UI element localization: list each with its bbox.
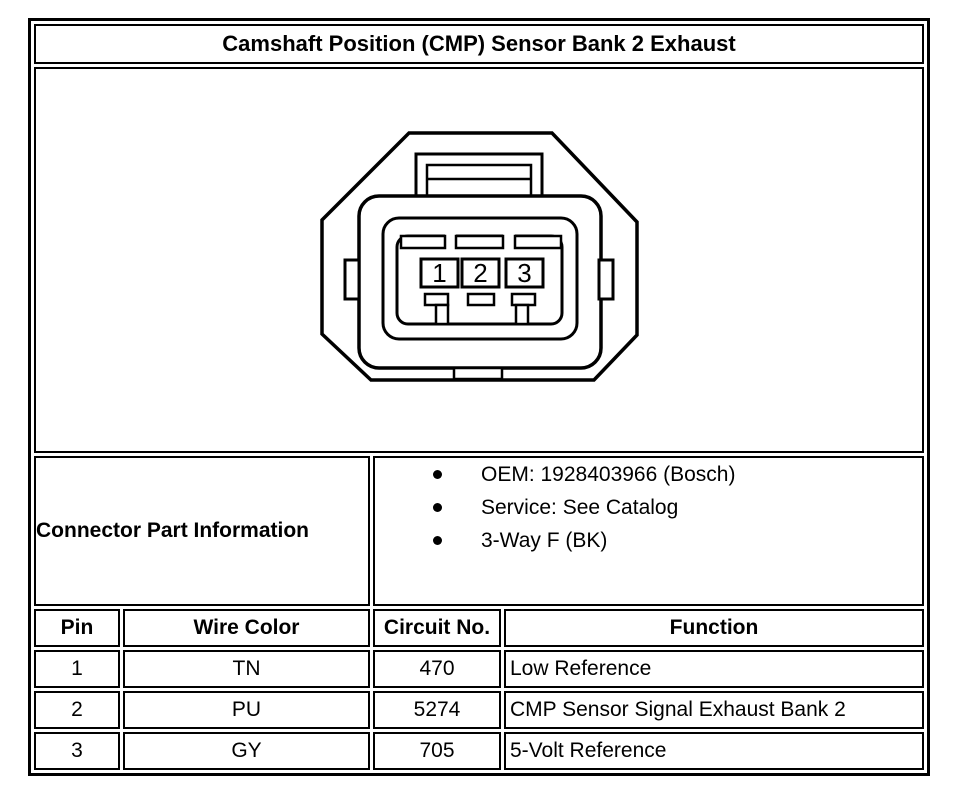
connector-info-table: Camshaft Position (CMP) Sensor Bank 2 Ex… [28,18,930,776]
bullet-service: Service: See Catalog [433,491,922,524]
keyway-stem-3 [514,303,530,326]
top-latch-inner [425,163,533,201]
pin-table-header-row: Pin Wire Color Circuit No. Function [34,609,924,647]
pin-cell: 3 [34,732,120,770]
pin-3-box [504,257,545,289]
header-wire-color: Wire Color [123,609,370,647]
keyway-stem-1 [434,303,450,326]
connector-diagram: 1 2 3 [320,131,639,382]
top-slot-left [399,234,447,250]
pin-cell: 2 [34,691,120,729]
keyway-under-pin-2 [466,292,496,307]
circuit-no-cell: 705 [373,732,501,770]
wire-color-cell: PU [123,691,370,729]
top-slot-center [454,234,505,250]
title-row: Camshaft Position (CMP) Sensor Bank 2 Ex… [34,24,924,64]
bullet-way-count: 3-Way F (BK) [433,524,922,557]
slot-gap [445,230,456,241]
pin-2-box [460,257,501,289]
figure-row: 1 2 3 [34,67,924,453]
page-title: Camshaft Position (CMP) Sensor Bank 2 Ex… [34,24,924,64]
table-row-pin-2: 2 PU 5274 CMP Sensor Signal Exhaust Bank… [34,691,924,729]
table-row-pin-1: 1 TN 470 Low Reference [34,650,924,688]
function-cell: Low Reference [504,650,924,688]
header-circuit-no: Circuit No. [373,609,501,647]
bullet-oem: OEM: 1928403966 (Bosch) [433,458,922,491]
slot-gap [503,230,515,241]
keyway-under-pin-1 [423,292,450,307]
wire-color-cell: GY [123,732,370,770]
wire-color-cell: TN [123,650,370,688]
function-cell: 5-Volt Reference [504,732,924,770]
connector-figure-cell: 1 2 3 [34,67,924,453]
table-row-pin-3: 3 GY 705 5-Volt Reference [34,732,924,770]
bottom-index-notch [452,366,504,381]
circuit-no-cell: 5274 [373,691,501,729]
top-slot-right [513,234,563,250]
part-info-details: OEM: 1928403966 (Bosch) Service: See Cat… [373,456,924,606]
pin-2-label: 2 [473,258,487,288]
header-pin: Pin [34,609,120,647]
pin-1-label: 1 [432,258,446,288]
header-function: Function [504,609,924,647]
part-info-row: Connector Part Information OEM: 19284039… [34,456,924,606]
pin-1-box [419,257,460,289]
keyway-under-pin-3 [510,292,537,307]
right-side-tab [597,258,615,301]
pin-cell: 1 [34,650,120,688]
function-cell: CMP Sensor Signal Exhaust Bank 2 [504,691,924,729]
part-info-label: Connector Part Information [34,456,370,606]
pin-3-label: 3 [517,258,531,288]
left-side-tab [343,258,361,301]
part-info-bullet-list: OEM: 1928403966 (Bosch) Service: See Cat… [375,458,922,557]
circuit-no-cell: 470 [373,650,501,688]
